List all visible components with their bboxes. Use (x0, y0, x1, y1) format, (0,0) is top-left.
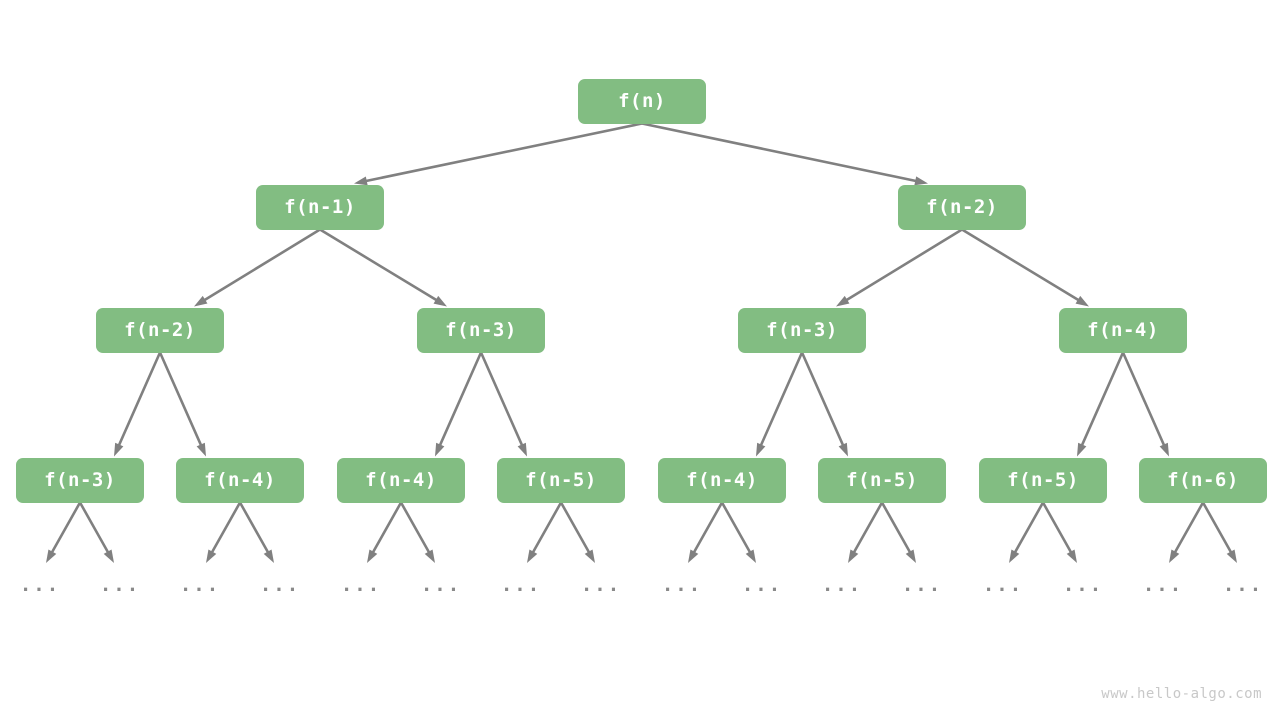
edge-n2-to-n22 (960, 228, 1089, 307)
ellipsis-5: ... (420, 574, 462, 596)
ellipsis-3: ... (259, 574, 301, 596)
edge-n2-to-n21 (836, 228, 964, 307)
terminal-edge-n212-left (848, 501, 884, 563)
terminal-edge-n121-right (399, 501, 435, 563)
terminal-edge-n122-right (559, 501, 595, 563)
edge-n11-to-n112 (158, 351, 206, 457)
ellipsis-12: ... (982, 574, 1024, 596)
ellipsis-14: ... (1142, 574, 1184, 596)
terminal-edge-n112-right (238, 501, 274, 563)
edge-n21-to-n211 (756, 351, 804, 457)
terminal-edge-n221-right (1041, 501, 1077, 563)
ellipsis-1: ... (99, 574, 141, 596)
terminal-edge-n122-left (527, 501, 563, 563)
ellipsis-13: ... (1062, 574, 1104, 596)
tree-node-n122: f(n-5) (497, 457, 625, 503)
tree-node-n112: f(n-4) (176, 457, 304, 503)
edge-n12-to-n121 (435, 351, 483, 457)
tree-node-n211: f(n-4) (658, 457, 786, 503)
ellipsis-2: ... (179, 574, 221, 596)
terminal-edge-n211-left (688, 501, 724, 563)
tree-node-n21: f(n-3) (738, 307, 866, 353)
ellipsis-4: ... (340, 574, 382, 596)
tree-node-n1: f(n-1) (256, 184, 384, 230)
edge-n11-to-n111 (114, 351, 162, 457)
edge-n1-to-n12 (318, 228, 447, 307)
ellipsis-8: ... (661, 574, 703, 596)
terminal-edge-n112-left (206, 501, 242, 563)
ellipsis-15: ... (1222, 574, 1264, 596)
tree-node-n212: f(n-5) (818, 457, 946, 503)
edge-n1-to-n11 (194, 228, 322, 307)
watermark: www.hello-algo.com (1101, 686, 1262, 702)
tree-node-n222: f(n-6) (1139, 457, 1267, 503)
edge-n22-to-n222 (1121, 351, 1169, 457)
edge-n22-to-n221 (1077, 351, 1125, 457)
tree-node-n121: f(n-4) (337, 457, 465, 503)
ellipsis-7: ... (580, 574, 622, 596)
tree-node-n22: f(n-4) (1059, 307, 1187, 353)
ellipsis-0: ... (19, 574, 61, 596)
terminal-edge-n222-left (1169, 501, 1205, 563)
edge-n0-to-n2 (640, 122, 928, 186)
terminal-edge-n221-left (1009, 501, 1045, 563)
terminal-edge-n222-right (1201, 501, 1237, 563)
tree-node-n12: f(n-3) (417, 307, 545, 353)
terminal-edge-n212-right (880, 501, 916, 563)
ellipsis-9: ... (741, 574, 783, 596)
tree-node-n0: f(n) (578, 78, 706, 124)
terminal-edge-n111-right (78, 501, 114, 563)
edge-n12-to-n122 (479, 351, 527, 457)
ellipsis-10: ... (821, 574, 863, 596)
tree-node-n2: f(n-2) (898, 184, 1026, 230)
terminal-edge-n211-right (720, 501, 756, 563)
tree-node-n221: f(n-5) (979, 457, 1107, 503)
tree-node-n11: f(n-2) (96, 307, 224, 353)
terminal-edge-n111-left (46, 501, 82, 563)
edge-n0-to-n1 (354, 122, 644, 186)
tree-node-n111: f(n-3) (16, 457, 144, 503)
ellipsis-6: ... (500, 574, 542, 596)
terminal-edge-n121-left (367, 501, 403, 563)
edge-n21-to-n212 (800, 351, 848, 457)
ellipsis-11: ... (901, 574, 943, 596)
